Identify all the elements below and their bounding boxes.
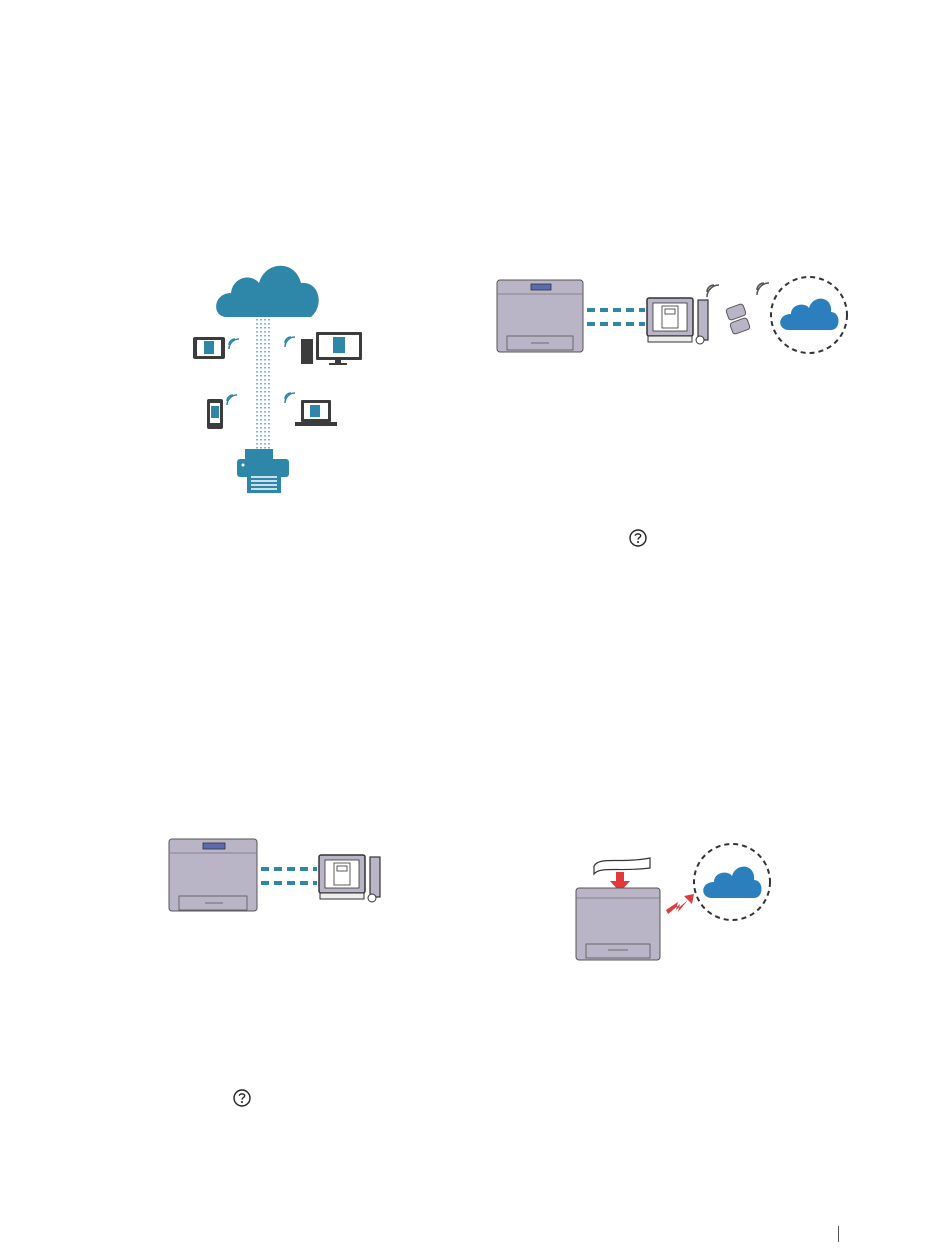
desktop-computer-icon xyxy=(319,855,380,902)
printer-icon xyxy=(169,839,257,911)
transfer-arrow-icon xyxy=(666,894,694,914)
desktop-computer-icon xyxy=(647,285,719,344)
printer-pc-connection-figure xyxy=(165,835,390,915)
cloud-icon xyxy=(694,844,770,920)
printer-pc-discovery-cloud-figure xyxy=(495,270,855,360)
cloud-icon xyxy=(216,266,319,317)
connection-lines xyxy=(587,310,645,324)
scan-to-cloud-figure xyxy=(570,838,780,966)
tablet-icon xyxy=(193,337,239,359)
laptop-icon xyxy=(285,393,337,426)
smartphone-icon xyxy=(207,395,237,429)
footer-divider xyxy=(838,1226,839,1242)
printer-icon xyxy=(237,449,289,493)
cloud-icon xyxy=(771,277,847,353)
connection-lines xyxy=(261,869,317,883)
paper-icon xyxy=(594,858,650,874)
help-circle-icon[interactable] xyxy=(628,528,648,548)
connection-lines xyxy=(257,319,269,450)
binoculars-icon xyxy=(725,283,769,335)
desktop-computer-icon xyxy=(285,332,362,365)
cloud-print-overview-figure xyxy=(185,255,375,495)
help-circle-icon[interactable] xyxy=(232,1088,252,1108)
printer-icon xyxy=(497,280,583,352)
printer-icon xyxy=(576,888,660,960)
